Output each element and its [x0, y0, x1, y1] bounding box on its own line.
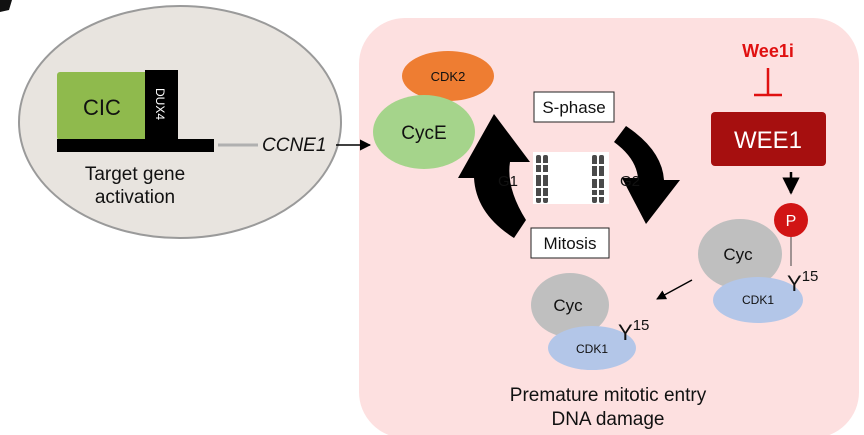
cyc-oval-active: [531, 273, 609, 337]
cyc-label-phos: Cyc: [723, 245, 753, 264]
g1-arc-arrow: [458, 114, 530, 238]
mitosis-label: Mitosis: [544, 234, 597, 253]
chromosome-right: [592, 155, 604, 203]
dna-bar: [57, 139, 214, 152]
caption-line2: activation: [95, 187, 175, 208]
mitosis-box: [530, 227, 610, 259]
g2-label: G2: [620, 173, 640, 190]
caption-line1: Target gene: [85, 164, 185, 185]
wee1-label: WEE1: [734, 127, 802, 154]
cdk1-label-phos: CDK1: [742, 293, 774, 307]
outcome-line1: Premature mitotic entry: [510, 385, 707, 406]
nucleus-oval: [18, 5, 342, 239]
wee1-box: [711, 112, 826, 166]
y15-residue-active: Y15: [618, 317, 649, 345]
cdk2-label: CDK2: [431, 69, 466, 84]
wee1i-label: Wee1i: [742, 41, 794, 61]
panel-letter-fragment: [0, 0, 12, 12]
cdk1-label-active: CDK1: [576, 342, 608, 356]
phosphate-circle: [774, 203, 808, 237]
cyce-oval: [373, 95, 475, 169]
ccne1-label: CCNE1: [262, 135, 326, 156]
s-phase-box: [533, 91, 615, 123]
chromosome-left: [536, 155, 548, 203]
dux4-label: DUX4: [153, 88, 167, 120]
chromosome-image: [533, 152, 609, 204]
outcome-line2: DNA damage: [551, 409, 664, 430]
y15-residue-phos: Y15: [787, 268, 818, 296]
s-phase-label: S-phase: [542, 98, 605, 117]
cdk1-oval-active: [548, 326, 636, 370]
cyc-label-active: Cyc: [553, 296, 583, 315]
cdk2-oval: [402, 51, 494, 101]
cic-box: [57, 72, 149, 140]
g2-arc-arrow: [614, 126, 680, 224]
cyce-label: CycE: [401, 123, 446, 144]
g1-label: G1: [498, 173, 518, 190]
cyc-oval-phos: [698, 219, 782, 289]
cdk1-oval-phos: [713, 277, 803, 323]
cic-label: CIC: [83, 95, 121, 120]
activation-arrow: [656, 279, 693, 300]
dux4-box: [145, 70, 178, 140]
phosphate-label: P: [786, 213, 797, 230]
